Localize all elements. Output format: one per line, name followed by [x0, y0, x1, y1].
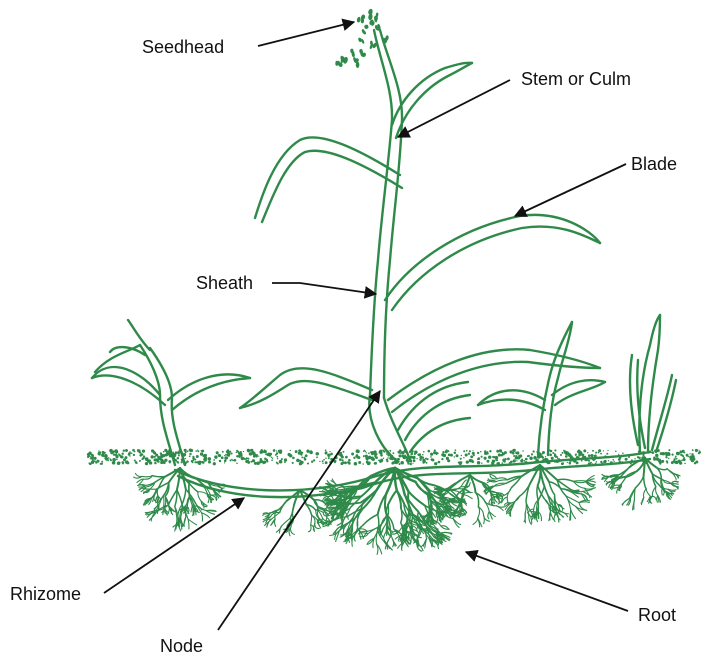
label-node: Node — [160, 636, 203, 656]
left-tiller — [92, 320, 250, 465]
label-stem-or-culm: Stem or Culm — [521, 69, 631, 89]
root-system — [134, 458, 681, 554]
blade-leader — [515, 164, 626, 216]
leader-lines — [104, 22, 628, 630]
label-sheath: Sheath — [196, 273, 253, 293]
rhizome-leader — [104, 498, 244, 593]
label-root: Root — [638, 605, 676, 625]
label-blade: Blade — [631, 154, 677, 174]
right-tiller — [478, 322, 605, 455]
sheath-leader — [272, 283, 376, 294]
right-shoot — [630, 315, 676, 452]
labels: Seedhead Stem or Culm Blade Sheath Rhizo… — [10, 37, 677, 656]
label-rhizome: Rhizome — [10, 584, 81, 604]
root-leader — [466, 552, 628, 611]
seedhead-leader — [258, 22, 354, 46]
label-seedhead: Seedhead — [142, 37, 224, 57]
